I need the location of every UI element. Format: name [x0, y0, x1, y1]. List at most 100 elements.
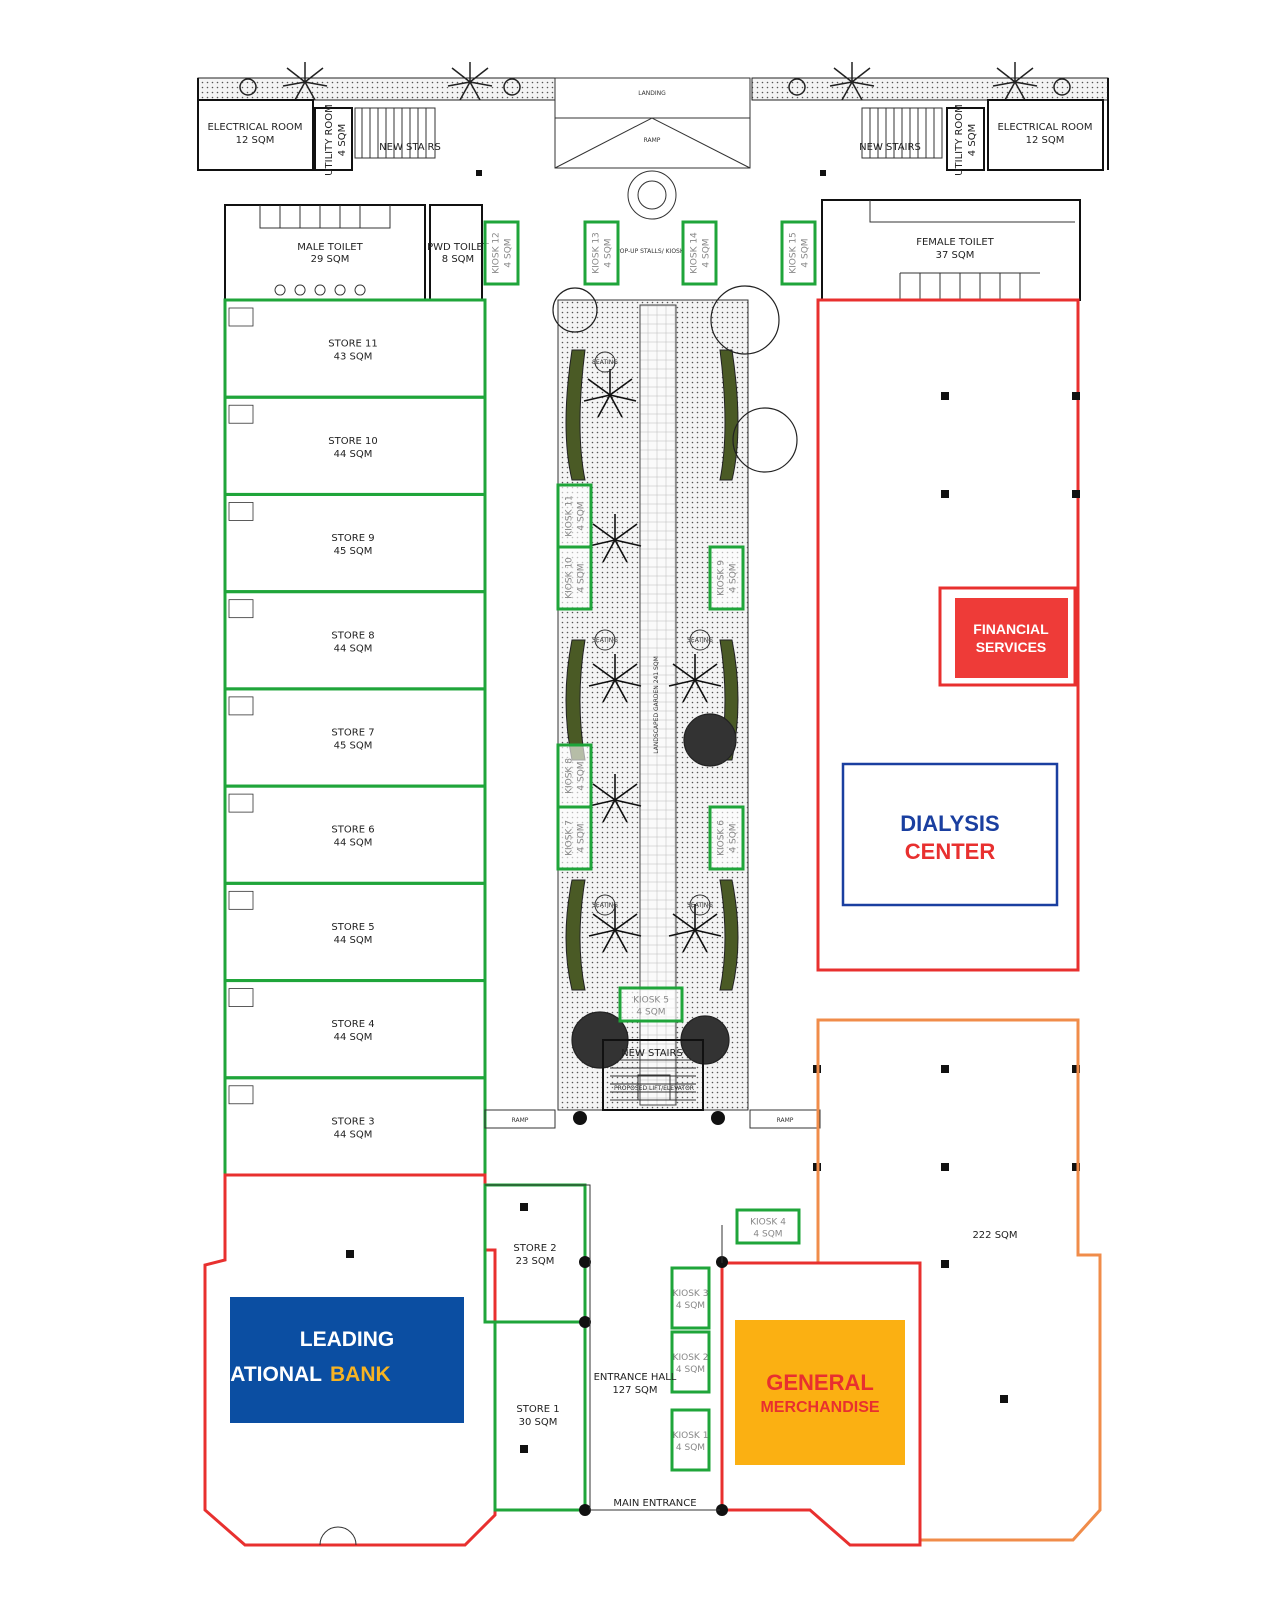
planter-left	[197, 77, 556, 101]
store-1-name: STORE 1	[516, 1404, 559, 1415]
female-toilet-name: FEMALE TOILET	[916, 237, 994, 248]
electrical-room-right-area: 12 SQM	[1026, 135, 1065, 146]
lift-label: PROPOSED LIFT/ELEVATOR	[614, 1085, 694, 1092]
kiosk-13[interactable]	[583, 220, 620, 286]
kiosk-10[interactable]	[556, 545, 593, 611]
seating-label: SEATING	[592, 637, 618, 644]
female-toilet-area: 37 SQM	[936, 250, 975, 261]
provision-box	[228, 404, 254, 424]
kiosk-3[interactable]	[670, 1266, 711, 1330]
ramp-left	[484, 1109, 556, 1129]
kiosk-area: 4 SQM	[801, 238, 811, 267]
kiosk-2[interactable]	[670, 1330, 711, 1394]
kiosk-area: 4 SQM	[577, 761, 587, 790]
seating-icon	[689, 629, 711, 651]
top-band: ELECTRICAL ROOM 12 SQM UTILITY ROOM 4 SQ…	[197, 62, 1109, 220]
store-area: 44 SQM	[334, 449, 373, 460]
kiosk-name: KIOSK 7	[565, 820, 575, 856]
kiosk-name: KIOSK 13	[592, 232, 602, 274]
dialysis-center-badge[interactable]	[841, 762, 1059, 907]
center-stairs-label: NEW STAIRS	[621, 1048, 683, 1059]
bank-line1: LEADING	[300, 1328, 395, 1351]
kiosk-11[interactable]	[556, 483, 593, 549]
electrical-room-right	[987, 99, 1104, 171]
garden-walkway	[639, 304, 677, 1106]
store-name: STORE 8	[331, 630, 374, 641]
kiosk-name: KIOSK 6	[717, 820, 727, 856]
landing-label: LANDING	[638, 90, 666, 97]
kiosk-area: 4 SQM	[604, 238, 614, 267]
kiosk-14[interactable]	[681, 220, 718, 286]
kiosk-area: 4 SQM	[729, 823, 739, 852]
financial-services-outline	[938, 586, 1077, 687]
kiosk-12[interactable]	[483, 220, 520, 286]
kiosk-1[interactable]	[670, 1408, 711, 1472]
provision-box	[228, 1085, 254, 1105]
store-name: STORE 4	[331, 1019, 374, 1030]
dialysis-unit-outline[interactable]	[816, 298, 1080, 972]
seating-icon	[594, 894, 616, 916]
general-merchandise-line1: GENERAL	[766, 1370, 874, 1395]
general-merchandise-badge[interactable]	[735, 1320, 905, 1465]
store-name: STORE 10	[328, 436, 378, 447]
stairs-left: NEW STAIRS	[354, 107, 441, 159]
store-name: STORE 7	[331, 728, 374, 739]
mall-perimeter	[197, 78, 1109, 1510]
pwd-toilet-name: PWD TOILET	[427, 242, 490, 253]
tree-icon	[552, 287, 598, 333]
fountain	[627, 170, 677, 220]
kiosk-6[interactable]	[708, 805, 745, 871]
lift	[637, 1074, 671, 1101]
kiosk-name: KIOSK 15	[789, 232, 799, 274]
store-area: 44 SQM	[334, 643, 373, 654]
kiosk-name: KIOSK 3	[673, 1289, 709, 1299]
leading-national-bank-badge[interactable]	[230, 1297, 464, 1423]
ramp-right	[749, 1109, 821, 1129]
kiosk-15[interactable]	[780, 220, 817, 286]
ramp-right-label: RAMP	[777, 1117, 794, 1124]
unit-222-sqm-area: 222 SQM	[972, 1230, 1017, 1241]
kiosk-area: 4 SQM	[702, 238, 712, 267]
kiosk-9[interactable]	[708, 545, 745, 611]
provision-box	[228, 599, 254, 619]
hedge	[565, 349, 586, 481]
landing	[554, 77, 751, 119]
utility-room-left-area: 4 SQM	[337, 124, 348, 156]
kiosk-area: 4 SQM	[676, 1301, 705, 1311]
hedge	[565, 879, 586, 991]
kiosk-area: 4 SQM	[577, 501, 587, 530]
provision-box	[228, 793, 254, 813]
bank-line2-bank: BANK	[330, 1363, 391, 1386]
kiosk-name: KIOSK 2	[673, 1353, 709, 1363]
kiosk-name: KIOSK 12	[492, 232, 502, 274]
general-merchandise-line2: MERCHANDISE	[760, 1399, 879, 1416]
utility-room-right-name: UTILITY ROOM	[954, 104, 965, 176]
financial-services-badge[interactable]	[955, 598, 1068, 678]
kiosk-area: 4 SQM	[636, 1008, 665, 1018]
kiosk-name: KIOSK 10	[565, 557, 575, 599]
kiosk-7[interactable]	[556, 805, 593, 871]
ramp-top-label: RAMP	[644, 137, 661, 144]
dialysis-center-line1: DIALYSIS	[900, 811, 999, 836]
kiosk-name: KIOSK 11	[565, 495, 575, 537]
center-stairs	[602, 1039, 704, 1111]
kiosk-8[interactable]	[556, 743, 593, 809]
kiosk-area: 4 SQM	[504, 238, 514, 267]
provision-box	[228, 890, 254, 910]
store-name: STORE 5	[331, 922, 374, 933]
seating-label: SEATING	[687, 902, 713, 909]
store-area: 44 SQM	[334, 1032, 373, 1043]
stairs-right: NEW STAIRS	[859, 107, 943, 159]
store-name: STORE 6	[331, 825, 374, 836]
store-area: 44 SQM	[334, 1129, 373, 1140]
stairs-right-label: NEW STAIRS	[859, 142, 921, 153]
kiosk-name: KIOSK 5	[633, 996, 669, 1006]
store-1[interactable]	[493, 1320, 587, 1512]
kiosk-4[interactable]	[735, 1208, 801, 1245]
kiosk-5[interactable]	[618, 986, 684, 1023]
kiosk-area: 4 SQM	[577, 823, 587, 852]
electrical-room-right-name: ELECTRICAL ROOM	[997, 122, 1092, 133]
utility-room-right	[946, 107, 985, 171]
provision-box	[228, 696, 254, 716]
